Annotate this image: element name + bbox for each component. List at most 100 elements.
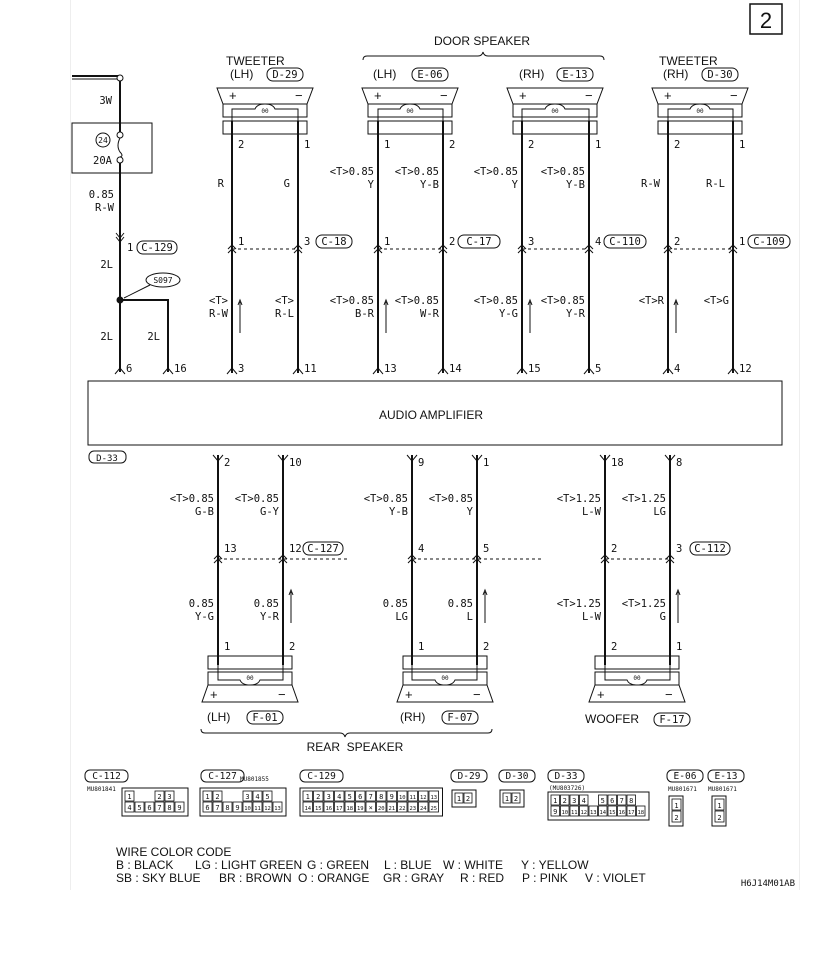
cavity-number: 12 (580, 810, 587, 816)
wire-size: 0.85 (189, 598, 214, 610)
cavity-number: 15 (609, 810, 616, 816)
junction-chevron-icon (663, 244, 673, 254)
connector-cavity (222, 801, 233, 813)
cavity-number: 1 (717, 802, 721, 810)
cavity-number: 1 (306, 793, 310, 801)
connector-cavity (511, 792, 521, 804)
cavity-number: 4 (337, 793, 341, 801)
connector-tag: D-30 (707, 69, 732, 81)
wire-color: R-L (706, 178, 725, 190)
connector-tag-frame (246, 710, 284, 725)
cavity-number: 3 (167, 793, 171, 801)
connector-view-tag-frame (299, 769, 344, 783)
junction-chevron-icon (293, 244, 303, 254)
cavity-number: 20 (378, 806, 385, 812)
wire-label-2l: 2L (100, 331, 113, 343)
connector-cavity (202, 801, 213, 813)
wire-size: <T>0.85 (235, 493, 279, 505)
connector-cavity (569, 794, 579, 806)
pin-number: 2 (611, 543, 617, 555)
current-arrow-icon (673, 298, 679, 333)
pin-number: 1 (739, 139, 745, 151)
fuse-box (71, 122, 153, 174)
minus-sign: − (295, 88, 303, 103)
fuse-number: 24 (98, 136, 108, 145)
pin-number: 2 (238, 139, 244, 151)
current-arrow-icon (383, 298, 389, 333)
connector-cavity (386, 790, 397, 802)
connector-cavity (397, 790, 408, 802)
pin-number: 1 (224, 641, 230, 653)
junction-chevron-icon (665, 554, 675, 564)
connector-view-id: D-33 (555, 771, 578, 782)
coil-symbol: 00 (696, 108, 704, 115)
speaker-connector (402, 655, 488, 670)
wire-color: R-W (641, 178, 661, 190)
connector-cavity (560, 805, 570, 817)
pin-terminal-icon (292, 367, 304, 375)
wire-size: <T>0.85 (330, 295, 374, 307)
door-speaker-label: DOOR SPEAKER (434, 34, 530, 48)
cavity-number: 6 (358, 793, 362, 801)
connector-c129-tag-frame (136, 240, 178, 255)
speaker-name: TWEETER (226, 54, 285, 68)
wire-color: Y-G (499, 308, 518, 320)
connector-cavity (334, 790, 345, 802)
wire-color-entry: O : ORANGE (298, 871, 369, 885)
cavity-number: 8 (379, 793, 383, 801)
connector-part-number: MU801841 (87, 786, 116, 793)
speaker-side: (RH) (663, 67, 688, 81)
cavity-number: 17 (336, 806, 343, 812)
cavity-number: 10 (561, 810, 568, 816)
connector-part-number: (MU803726) (549, 785, 585, 792)
connector-part-number: MU801671 (708, 786, 737, 793)
cavity-number: 2 (514, 795, 518, 803)
pin-number: 2 (611, 641, 617, 653)
wire-color: Y-B (420, 179, 439, 191)
cavity-number: 9 (553, 808, 557, 816)
connector-cavity (242, 790, 253, 802)
wire-size: <T>R (639, 295, 665, 307)
fuse-number-circle (95, 132, 111, 148)
coil-symbol: 00 (633, 675, 641, 682)
wire-color: Y (512, 179, 519, 191)
connector-cavity (302, 801, 313, 813)
pin-number: 5 (483, 543, 489, 555)
wire-size: <T> (275, 295, 294, 307)
current-arrow-icon (527, 298, 533, 333)
cavity-number: 13 (274, 806, 281, 812)
connector-cavity (418, 790, 429, 802)
cavity-number: 18 (346, 806, 353, 812)
connector-housing (199, 787, 287, 817)
amp-pin-number: 1 (483, 457, 489, 469)
connector-cavity (154, 790, 165, 802)
minus-sign: − (440, 88, 448, 103)
connector-housing (668, 795, 684, 827)
cavity-number: 13 (590, 810, 597, 816)
cavity-number: 3 (245, 793, 249, 801)
minus-sign: − (730, 88, 738, 103)
speaker-cone-icon (396, 684, 494, 703)
connector-cavity (598, 805, 608, 817)
connector-cavity (428, 790, 439, 802)
wire-size: <T>0.85 (395, 295, 439, 307)
wire-size: <T>1.25 (622, 598, 666, 610)
connector-view-id: C-112 (92, 771, 121, 782)
connector-cavity (617, 805, 627, 817)
connector-cavity (550, 805, 560, 817)
connector-cavity (454, 792, 464, 804)
connector-tag: E-13 (562, 69, 587, 81)
cavity-number: 7 (215, 804, 219, 812)
amp-pin-number: 8 (676, 457, 682, 469)
junction-chevron-icon (600, 554, 610, 564)
pin-terminal-icon (226, 367, 238, 375)
connector-tag: F-07 (447, 712, 472, 724)
connector-view-id: E-06 (674, 771, 697, 782)
